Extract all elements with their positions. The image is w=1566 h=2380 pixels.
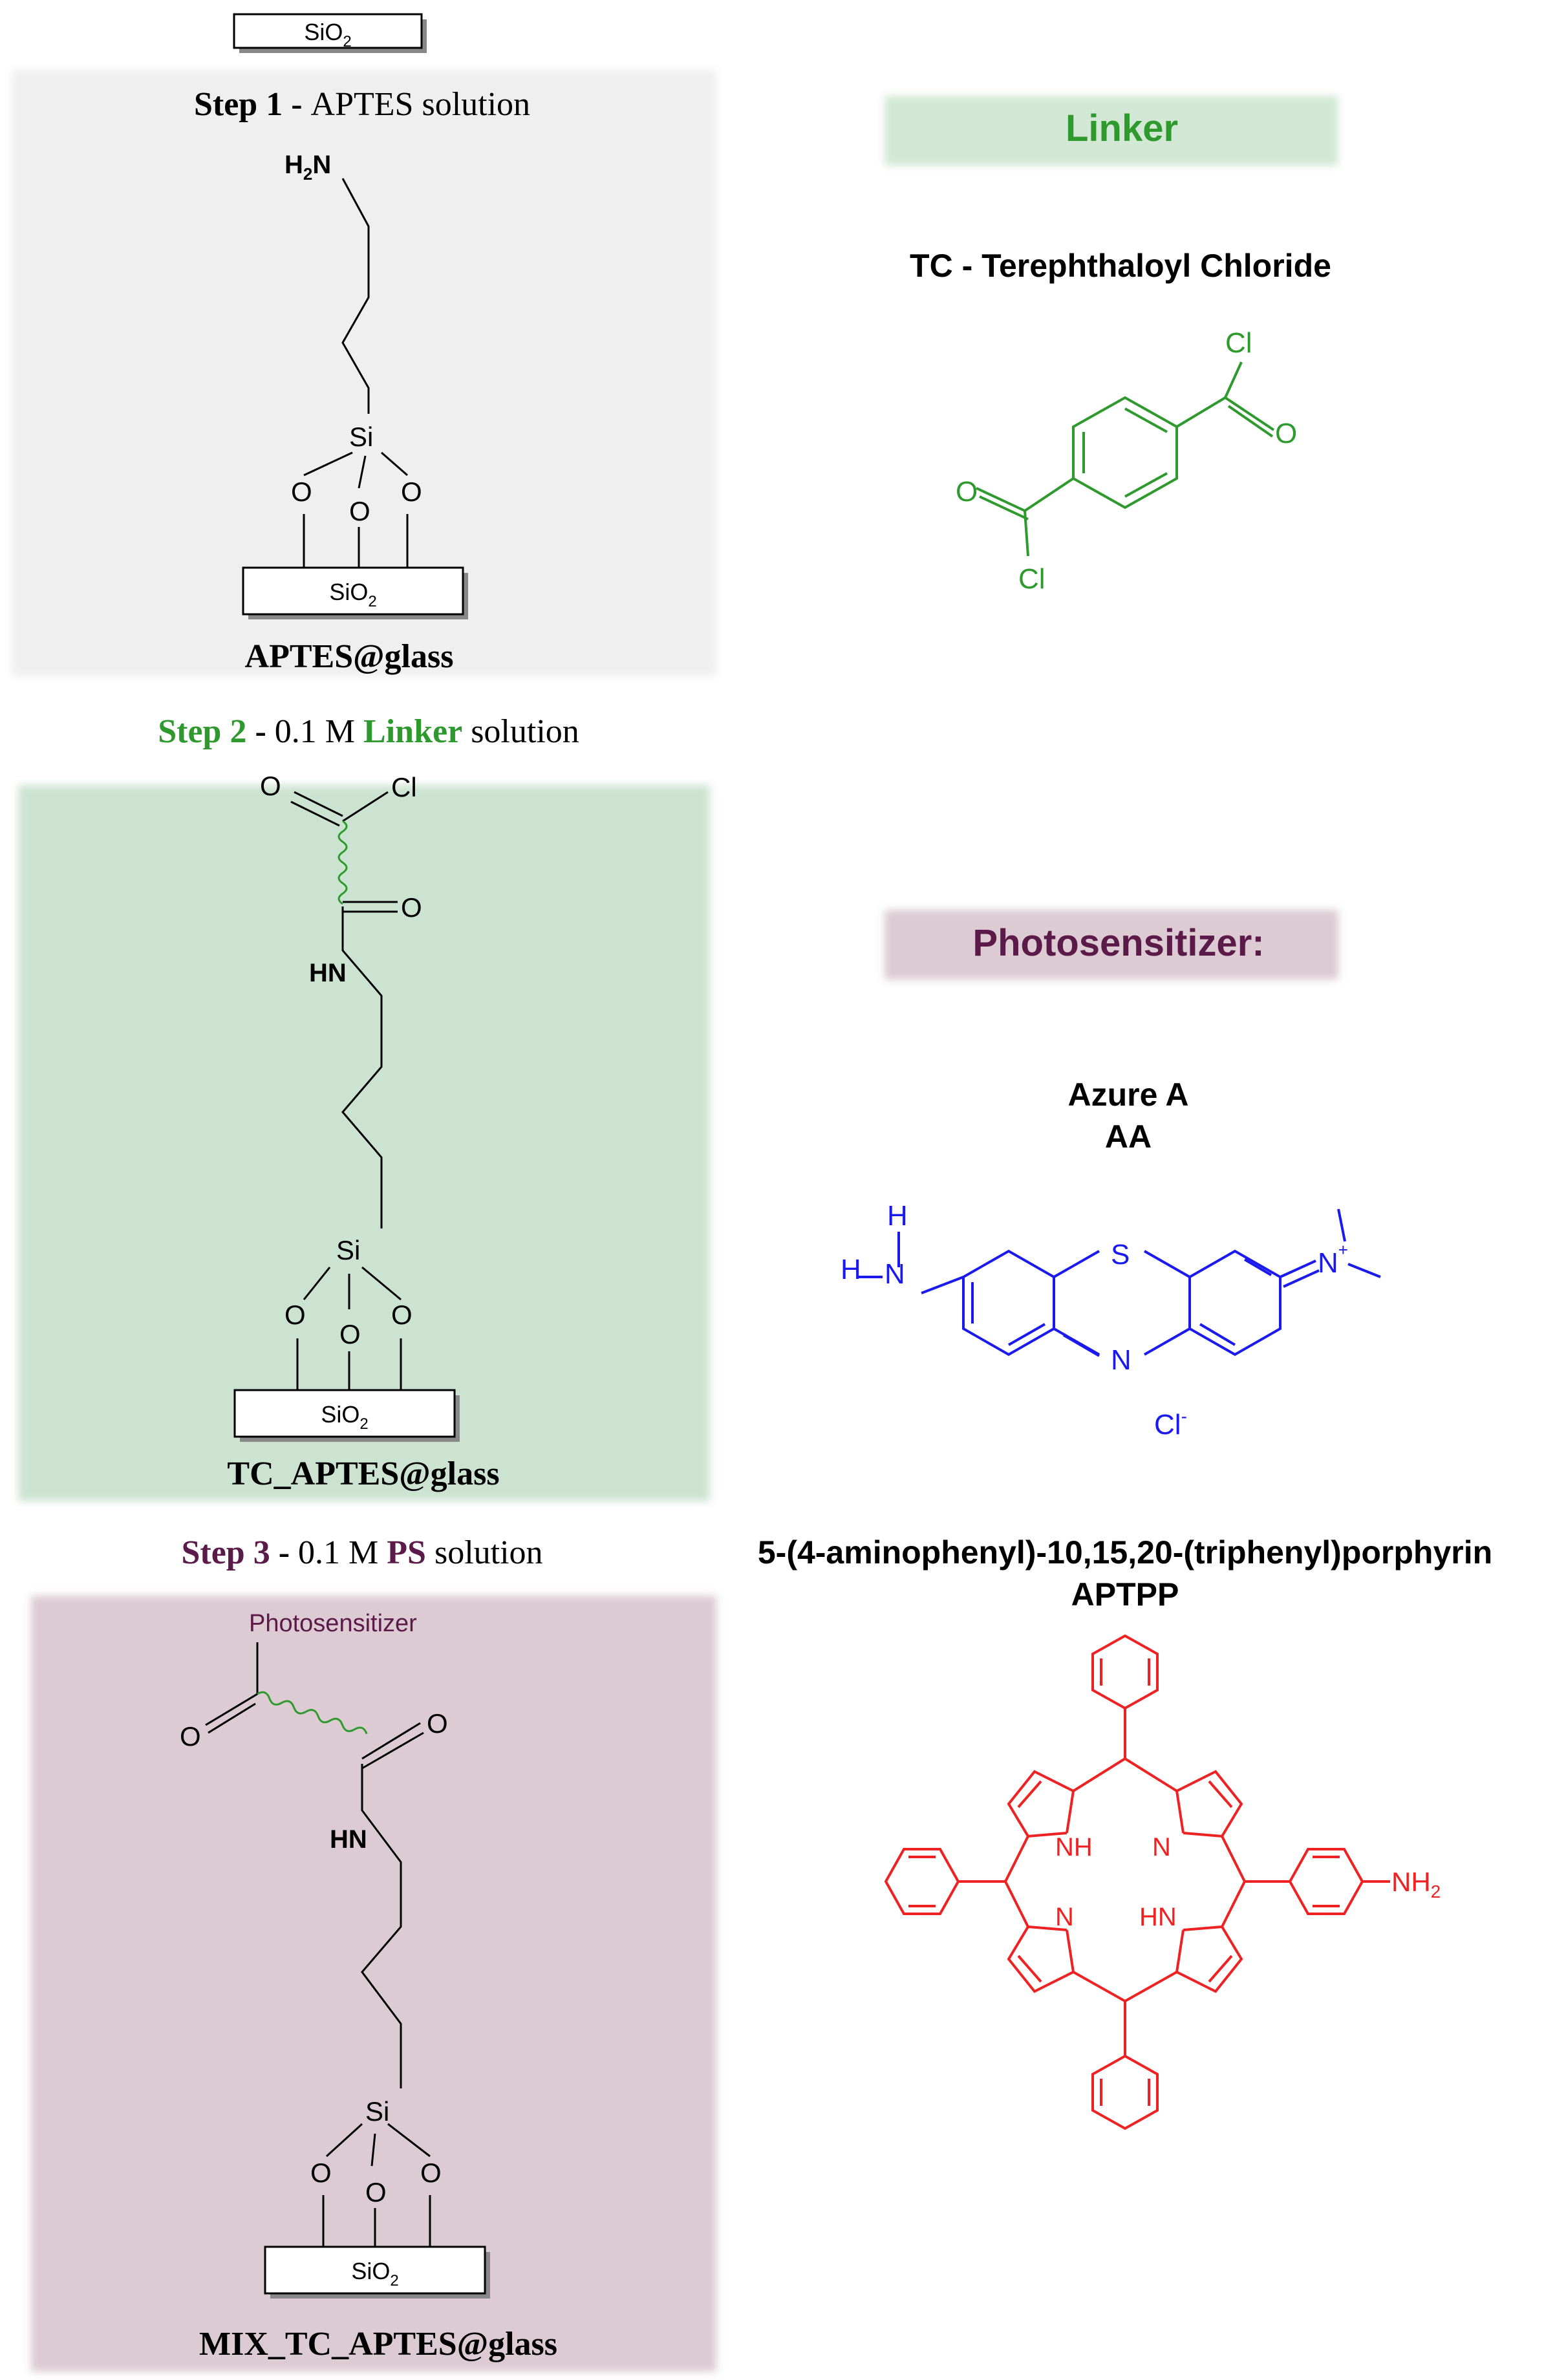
linker-heading-box (885, 96, 1338, 166)
ps-heading-box (885, 910, 1338, 980)
mix-o-left: O (180, 1721, 201, 1752)
tc-struct-o-left: O (956, 476, 978, 508)
svg-text:SiO2: SiO2 (304, 19, 351, 50)
aptes-o-left: O (291, 477, 312, 507)
aptpp-nh-top: NH (1055, 1833, 1093, 1861)
aptes-si: Si (349, 422, 373, 452)
aptpp-n-bottom: N (1055, 1903, 1074, 1931)
tc-struct-cl-bottom: Cl (1018, 563, 1046, 595)
azure-n-plus: N+ (1318, 1240, 1348, 1279)
wavy-linker-bond-3 (257, 1691, 368, 1735)
azure-abbr: AA (1105, 1119, 1152, 1155)
azure-h-top: H (887, 1200, 908, 1232)
step2-product: TC_APTES@glass (227, 1455, 499, 1492)
tc-hn: HN (309, 959, 347, 987)
mix-hn: HN (330, 1825, 367, 1854)
svg-text:SiO2: SiO2 (351, 2258, 398, 2289)
aptpp-hn-bottom: HN (1139, 1903, 1177, 1931)
terephthaloyl-chloride-structure (976, 361, 1275, 557)
tc-aptes-molecule (290, 791, 402, 1390)
tc-compound-name: TC - Terephthaloyl Chloride (910, 248, 1331, 284)
top-sio2-slab: SiO2 (233, 13, 427, 53)
step2-title: Step 2 - 0.1 M Linker solution (158, 713, 579, 750)
step3-background (31, 1596, 716, 2372)
mix-molecule (205, 1642, 431, 2247)
aptes-sio2-slab: SiO2 (242, 566, 468, 619)
azure-n-amine: N (885, 1258, 905, 1290)
wavy-linker-bond (338, 820, 348, 905)
tc-o-right: O (391, 1300, 413, 1330)
step2-background (18, 785, 710, 1501)
tc-o-amide: O (401, 892, 422, 923)
tc-struct-cl-top: Cl (1225, 327, 1252, 359)
azure-chloride: Cl- (1154, 1406, 1187, 1441)
aptes-o-mid: O (349, 496, 370, 526)
svg-text:SiO2: SiO2 (321, 1401, 368, 1433)
mix-si: Si (365, 2096, 389, 2127)
azure-s: S (1111, 1239, 1130, 1270)
mix-o-c: O (420, 2158, 442, 2188)
mix-o-a: O (310, 2158, 332, 2188)
linker-heading: Linker (1066, 107, 1178, 149)
mix-sio2-slab: SiO2 (264, 2246, 490, 2299)
tc-o-left: O (284, 1300, 306, 1330)
ps-label: Photosensitizer (249, 1610, 417, 1637)
aptpp-abbr: APTPP (1071, 1576, 1179, 1613)
tc-struct-o-right: O (1275, 418, 1297, 449)
svg-text:SiO2: SiO2 (329, 579, 376, 610)
step3-product: MIX_TC_APTES@glass (199, 2326, 557, 2363)
ps-heading: Photosensitizer: (972, 922, 1264, 964)
step1-title: Step 1 - APTES solution (194, 86, 530, 123)
aptes-h2n: H2N (284, 151, 331, 184)
tc-si: Si (336, 1235, 360, 1265)
azure-a-structure (857, 1208, 1381, 1357)
azure-name: Azure A (1067, 1077, 1188, 1113)
aptpp-n-top: N (1152, 1833, 1171, 1861)
aptpp-nh2: NH2 (1391, 1867, 1441, 1902)
tc-o-mid: O (339, 1319, 361, 1349)
tc-sio2-slab: SiO2 (233, 1389, 460, 1442)
step3-title: Step 3 - 0.1 M PS solution (181, 1534, 542, 1571)
mix-o-right: O (427, 1708, 448, 1739)
step1-product: APTES@glass (245, 638, 454, 675)
tc-cl: Cl (391, 772, 417, 802)
aptpp-structure (884, 1634, 1390, 2130)
mix-o-b: O (365, 2177, 387, 2207)
azure-n-ring: N (1111, 1344, 1132, 1376)
aptes-molecule (303, 178, 409, 568)
azure-h-left: H (841, 1254, 861, 1285)
tc-o-top: O (260, 771, 281, 801)
aptpp-name: 5-(4-aminophenyl)-10,15,20-(triphenyl)po… (758, 1534, 1492, 1571)
aptes-o-right: O (401, 477, 422, 507)
